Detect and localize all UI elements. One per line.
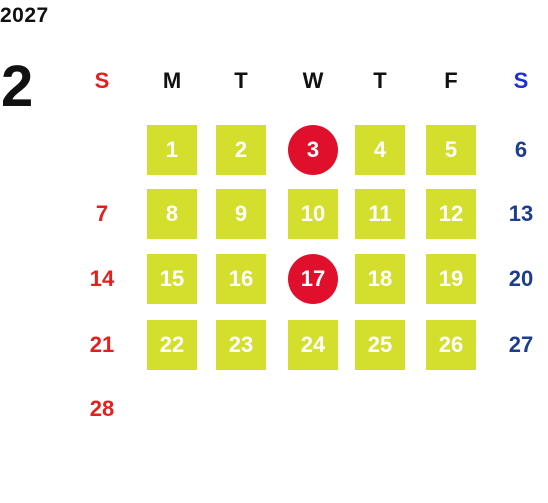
day-cell-23[interactable]: 23 — [216, 320, 266, 370]
day-cell-3[interactable]: 3 — [288, 125, 338, 175]
weekday-header-2: T — [234, 68, 248, 93]
day-cell-7[interactable]: 7 — [95, 201, 109, 226]
day-cell-15[interactable]: 15 — [147, 254, 197, 304]
day-cell-13[interactable]: 13 — [508, 201, 534, 226]
weekday-header-5: F — [444, 68, 458, 93]
day-cell-8[interactable]: 8 — [147, 189, 197, 239]
weekday-header-0: S — [94, 68, 110, 93]
day-cell-25[interactable]: 25 — [355, 320, 405, 370]
day-cell-20[interactable]: 20 — [508, 266, 534, 291]
day-cell-19[interactable]: 19 — [426, 254, 476, 304]
day-cell-6[interactable]: 6 — [514, 137, 528, 162]
weekday-header-6: S — [513, 68, 529, 93]
day-cell-11[interactable]: 11 — [355, 189, 405, 239]
day-cell-22[interactable]: 22 — [147, 320, 197, 370]
day-cell-2[interactable]: 2 — [216, 125, 266, 175]
weekday-header-1: M — [162, 68, 182, 93]
day-cell-14[interactable]: 14 — [89, 266, 115, 291]
day-cell-17[interactable]: 17 — [288, 254, 338, 304]
year-label: 2027 — [0, 4, 49, 27]
day-cell-12[interactable]: 12 — [426, 189, 476, 239]
day-cell-18[interactable]: 18 — [355, 254, 405, 304]
day-cell-9[interactable]: 9 — [216, 189, 266, 239]
day-cell-28[interactable]: 28 — [89, 396, 115, 421]
day-cell-16[interactable]: 16 — [216, 254, 266, 304]
day-cell-26[interactable]: 26 — [426, 320, 476, 370]
weekday-header-3: W — [302, 68, 324, 93]
day-cell-10[interactable]: 10 — [288, 189, 338, 239]
weekday-header-4: T — [373, 68, 387, 93]
day-cell-24[interactable]: 24 — [288, 320, 338, 370]
day-cell-27[interactable]: 27 — [508, 332, 534, 357]
day-cell-5[interactable]: 5 — [426, 125, 476, 175]
day-cell-21[interactable]: 21 — [89, 332, 115, 357]
day-cell-1[interactable]: 1 — [147, 125, 197, 175]
day-cell-4[interactable]: 4 — [355, 125, 405, 175]
month-label: 2 — [1, 54, 34, 119]
